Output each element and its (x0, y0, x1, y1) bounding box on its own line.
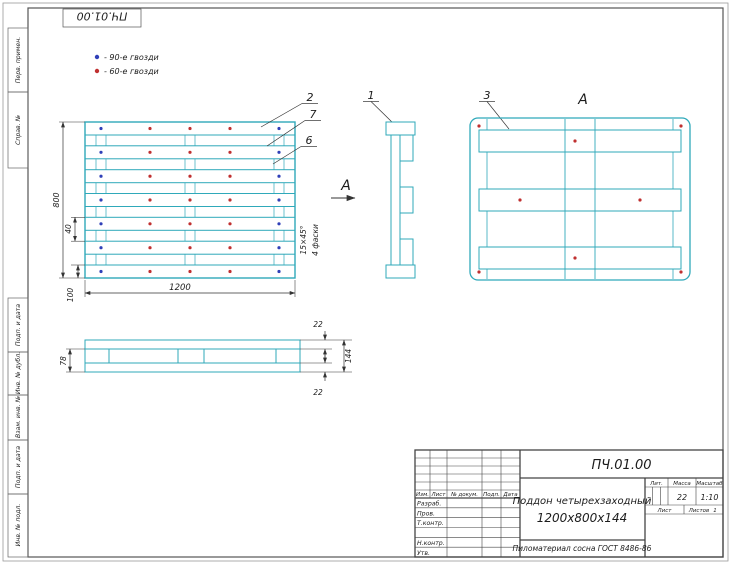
margin-label-podp-data-2: Подп. и дата (15, 446, 22, 488)
row-tkontr: Т.контр. (417, 520, 444, 527)
part-name-line2: 1200х800х144 (537, 511, 628, 525)
col-data: Дата (502, 492, 518, 498)
mass-label: Масса (673, 481, 691, 487)
lit-label: Лит. (649, 481, 663, 487)
nail-60-dot-icon (94, 68, 100, 74)
side-view-dimensions: 78 22 22 144 (59, 320, 353, 397)
section-letter: А (340, 178, 351, 194)
top-view-outline (84, 121, 296, 279)
row-razrab: Разраб. (417, 500, 441, 508)
margin-label-perv-primen: Перв. примен. (15, 37, 22, 83)
margin-label-vzam-inv: Взам. инв. № (15, 396, 22, 438)
title-block: ПЧ.01.00 Изм. Лист № докум. Подп. Дата Р… (414, 449, 724, 558)
chamfer-label: 15×45° (299, 225, 308, 254)
nail-legend: - 90-е гвозди - 60-е гвозди (94, 53, 159, 76)
material-spec: Пиломатериал сосна ГОСТ 8486-86 (513, 544, 652, 553)
top-view (84, 121, 296, 279)
sheets-value: 1 (713, 508, 717, 514)
legend-nail-60-label: - 60-е гвозди (104, 67, 159, 76)
dim-100-label: 100 (66, 288, 75, 303)
nail-90-dot-icon (94, 54, 100, 60)
dim-22-bottom-label: 22 (313, 388, 323, 397)
callout-6: 6 (306, 134, 313, 147)
chamfer-note-label: 4 фаски (311, 224, 320, 256)
nail-dots-90 (99, 126, 281, 274)
callout-7: 7 (310, 108, 317, 121)
nail-dots-60 (148, 126, 232, 274)
dim-22-top-label: 22 (313, 320, 323, 329)
callout-1: 1 (368, 89, 375, 102)
dim-144-label: 144 (344, 349, 353, 364)
callout-2: 2 (307, 91, 314, 104)
part-name-line1: Поддон четырехзаходный (513, 496, 652, 507)
col-doc: № докум. (450, 492, 478, 498)
col-podp: Подп. (483, 492, 500, 498)
callout-3: 3 (484, 89, 491, 102)
top-stamp: ПЧ.01.00 (62, 8, 142, 28)
bottom-deck-view (469, 117, 691, 281)
side-view (84, 339, 301, 373)
sheet-label: Лист (657, 508, 673, 514)
view-a-label: А (577, 92, 588, 108)
col-izm: Изм. (416, 492, 429, 498)
legend-nail-90-label: - 90-е гвозди (104, 53, 159, 62)
top-view-dimensions: 800 40 100 1200 15×45° 4 фаски (52, 121, 320, 303)
row-nkontr: Н.контр. (417, 540, 445, 547)
row-utv: Утв. (417, 550, 430, 557)
dim-78-label: 78 (59, 356, 68, 366)
bottom-view-outline (469, 117, 691, 281)
dim-40-label: 40 (64, 224, 73, 234)
margin-label-sprav-no: Справ. № (15, 115, 22, 145)
dim-1200-label: 1200 (169, 283, 191, 293)
nail-dots-60-view-a (477, 124, 683, 274)
stamp-code: ПЧ.01.00 (77, 10, 128, 23)
end-view (385, 121, 416, 279)
mass-value: 22 (677, 493, 687, 502)
scale-value: 1:10 (701, 493, 719, 502)
col-list: Лист (431, 492, 447, 498)
margin-label-inv-podl: Инв. № подл. (15, 504, 22, 547)
dim-800-label: 800 (52, 192, 61, 207)
sheets-label: Листов (688, 508, 710, 514)
title-designation: ПЧ.01.00 (591, 458, 651, 473)
margin-label-inv-dubl: Инв. № дубл. (14, 352, 22, 394)
scale-label: Масштаб (696, 481, 723, 487)
margin-label-podp-data-1: Подп. и дата (15, 304, 22, 346)
row-prov: Пров. (417, 510, 435, 517)
margin-column: Перв. примен. Справ. № Подп. и дата Инв.… (7, 27, 29, 558)
